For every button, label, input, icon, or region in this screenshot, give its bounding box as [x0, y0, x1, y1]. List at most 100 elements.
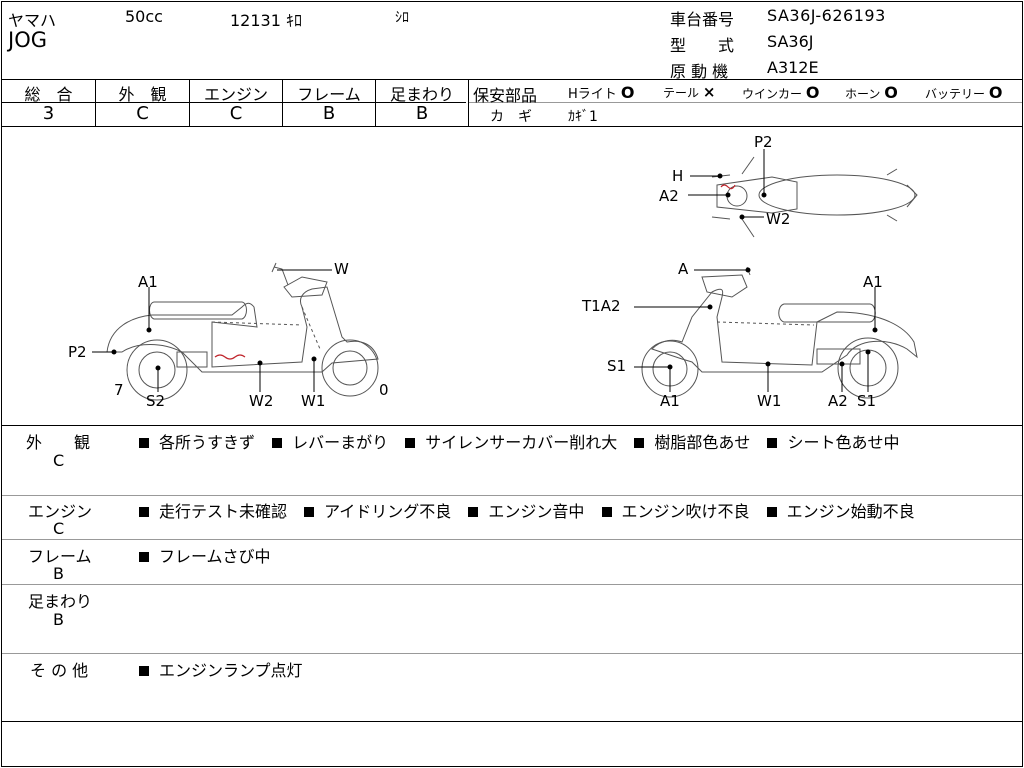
divider: [95, 79, 96, 126]
model-name: JOG: [8, 28, 47, 52]
safety-item-name: ウインカー: [742, 87, 803, 101]
label-a1: A1: [138, 273, 158, 291]
right-seat: [778, 303, 876, 323]
bullet-square: [766, 507, 777, 517]
safety-mark: ×: [702, 83, 716, 101]
grade-header-suspension: 足まわり: [389, 85, 454, 104]
left-handle: [283, 276, 328, 298]
bullet-square: [304, 507, 315, 517]
other-defects: エンジンランプ点灯: [139, 657, 315, 681]
divider: [2, 425, 1022, 426]
grade-header-frame: フレーム: [297, 85, 361, 104]
section-grade-frame: B: [53, 564, 64, 583]
divider: [2, 721, 1022, 722]
right-muffler: [816, 348, 861, 365]
safety-item-name: テール: [663, 86, 700, 100]
safety-item-horn: ホーン O: [845, 83, 898, 102]
top-front: [716, 176, 798, 214]
label-0: 0: [379, 381, 389, 399]
bullet-square: [139, 666, 149, 676]
front-wheel: [321, 339, 379, 397]
bullet-square: [767, 438, 778, 448]
front-wheel: [641, 340, 699, 398]
divider: [2, 584, 1022, 585]
label-a: A: [678, 260, 689, 278]
frame-no-label: 車台番号: [670, 10, 735, 29]
section-grade-engine: C: [53, 519, 65, 538]
grade-exterior: C: [136, 103, 149, 124]
safety-item-name: ホーン: [845, 87, 881, 101]
label-h: H: [672, 167, 683, 185]
section-grade-exterior: C: [53, 451, 65, 470]
bullet-square: [272, 438, 283, 448]
safety-mark: O: [988, 83, 1003, 102]
safety-item-battery: バッテリー O: [925, 83, 1002, 102]
divider: [468, 102, 1022, 103]
label-s1-rear: S1: [857, 392, 876, 410]
grade-header-overall: 総 合: [24, 85, 73, 104]
bullet-square: [139, 507, 149, 517]
damage-mark: [214, 354, 246, 360]
type-label: 型 式: [670, 36, 735, 55]
left-muffler: [176, 351, 208, 368]
divider: [2, 653, 1022, 654]
right-handle: [701, 274, 748, 298]
defect-item: フレームさび中: [159, 547, 271, 566]
grade-header-engine: エンジン: [203, 85, 268, 104]
defect-item: 走行テスト未確認: [159, 502, 288, 521]
grade-suspension: B: [415, 103, 429, 124]
bullet-square: [601, 507, 612, 517]
divider: [2, 126, 1022, 127]
right-body: [651, 288, 918, 373]
grade-overall: 3: [42, 103, 55, 124]
engine-value: A312E: [767, 58, 819, 77]
section-title-other: そ の 他: [30, 661, 89, 680]
section-title-engine: エンジン: [28, 502, 93, 521]
frame-defects: フレームさび中: [139, 543, 283, 567]
label-p2-top: P2: [754, 133, 773, 151]
label-7: 7: [114, 381, 124, 399]
label-s2: S2: [146, 392, 165, 410]
scooter-diagram: W A1 P2 7 S2 W2 W1 0 A A1 T1A2 S1 A1 W1 …: [68, 133, 918, 410]
bullet-square: [139, 438, 149, 448]
safety-label: 保安部品: [473, 86, 538, 105]
divider: [189, 79, 190, 126]
engine-label: 原 動 機: [670, 62, 729, 81]
frame-no: SA36J-626193: [767, 6, 886, 25]
defect-item: エンジン音中: [488, 502, 585, 521]
divider: [468, 79, 469, 126]
label-w1: W1: [757, 392, 781, 410]
grade-header-exterior: 外 観: [118, 85, 167, 104]
label-w2: W2: [249, 392, 273, 410]
top-seat: [758, 174, 916, 216]
section-grade-suspension: B: [53, 610, 64, 629]
displacement: 50cc: [125, 7, 163, 26]
label-a1-front: A1: [660, 392, 680, 410]
mileage: 12131 ｷﾛ: [230, 11, 302, 30]
divider: [2, 102, 466, 103]
rear-wheel: [126, 339, 188, 401]
divider: [2, 79, 1022, 80]
bullet-square: [468, 507, 479, 517]
defect-item: エンジンランプ点灯: [159, 661, 303, 680]
safety-mark: O: [805, 83, 820, 102]
divider: [282, 79, 283, 126]
defect-item: アイドリング不良: [324, 502, 452, 521]
label-w1: W1: [301, 392, 325, 410]
label-s1: S1: [607, 357, 626, 375]
safety-item-headlight: Hライト O: [568, 83, 635, 102]
defect-item: サイレンサーカバー削れ大: [425, 433, 618, 452]
engine-defects: 走行テスト未確認 アイドリング不良 エンジン音中 エンジン吹け不良 エンジン始動…: [139, 498, 927, 522]
grade-engine: C: [229, 103, 243, 124]
defect-item: 樹脂部色あせ: [654, 433, 751, 452]
label-w2-top: W2: [766, 210, 790, 228]
label-a1: A1: [863, 273, 883, 291]
divider: [2, 539, 1022, 540]
bullet-square: [405, 438, 416, 448]
section-title-frame: フレーム: [28, 547, 92, 566]
rear-wheel: [837, 337, 899, 399]
defect-item: シート色あせ中: [787, 433, 900, 452]
exterior-defects: 各所うすきず レバーまがり サイレンサーカバー削れ大 樹脂部色あせ シート色あせ…: [139, 429, 911, 453]
section-title-suspension: 足まわり: [28, 592, 93, 611]
